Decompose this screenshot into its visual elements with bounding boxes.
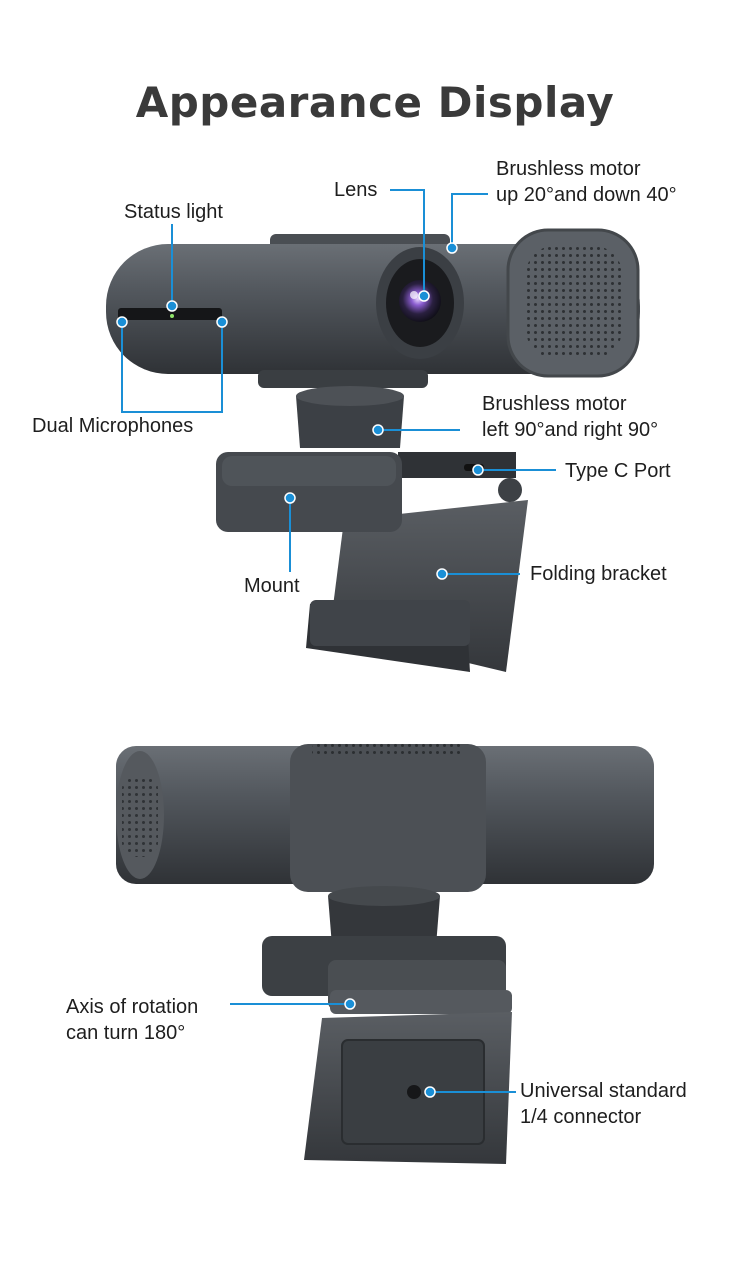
label-type-c-port: Type C Port <box>565 460 671 482</box>
label-motor-vertical-line1: Brushless motor <box>496 158 641 180</box>
label-motor-horizontal-line1: Brushless motor <box>482 393 627 415</box>
label-folding-bracket: Folding bracket <box>530 563 667 585</box>
label-motor-horizontal-line2: left 90°and right 90° <box>482 419 659 441</box>
label-lens: Lens <box>334 179 378 201</box>
webcam-front-view <box>106 228 640 672</box>
label-mount: Mount <box>244 575 300 597</box>
label-axis-line1: Axis of rotation <box>66 996 199 1018</box>
webcam-rear-view <box>116 744 654 1164</box>
label-connector-line2: 1/4 connector <box>520 1106 642 1128</box>
page-title: Appearance Display <box>135 78 615 127</box>
label-axis-line2: can turn 180° <box>66 1022 186 1044</box>
label-dual-microphones: Dual Microphones <box>32 415 194 437</box>
label-motor-vertical-line2: up 20°and down 40° <box>496 184 677 206</box>
callout-dots <box>116 242 484 1098</box>
callout-lines <box>121 189 556 1093</box>
label-status-light: Status light <box>124 201 223 223</box>
label-connector-line1: Universal standard <box>520 1080 687 1102</box>
